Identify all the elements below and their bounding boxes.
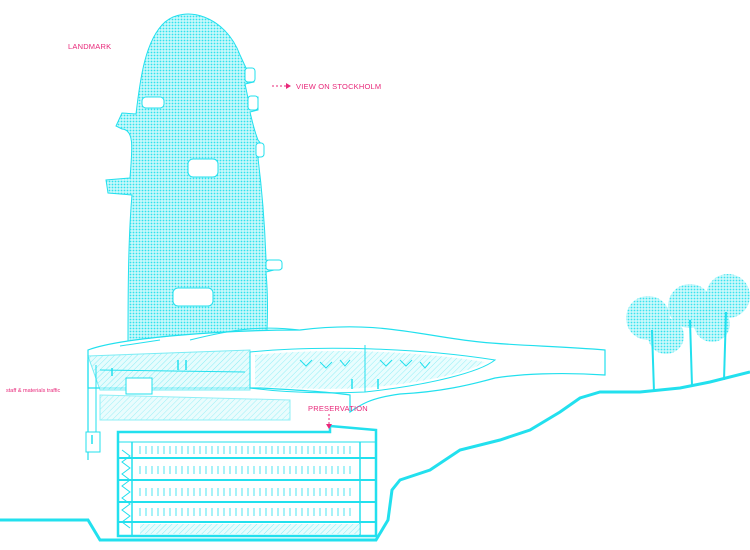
ground-line (0, 370, 750, 542)
museum-shell (87, 326, 606, 414)
preservation-arrow (326, 414, 332, 429)
view-label: VIEW ON STOCKHOLM (296, 82, 382, 91)
underground-building (116, 424, 378, 538)
traffic-label: staff & materials traffic (6, 388, 61, 394)
tower (105, 13, 283, 347)
view-arrow (272, 83, 291, 89)
landmark-label: LANDMARK (68, 42, 112, 51)
trees (626, 274, 750, 393)
preservation-label: PRESERVATION (308, 404, 368, 413)
left-structure (85, 349, 379, 460)
